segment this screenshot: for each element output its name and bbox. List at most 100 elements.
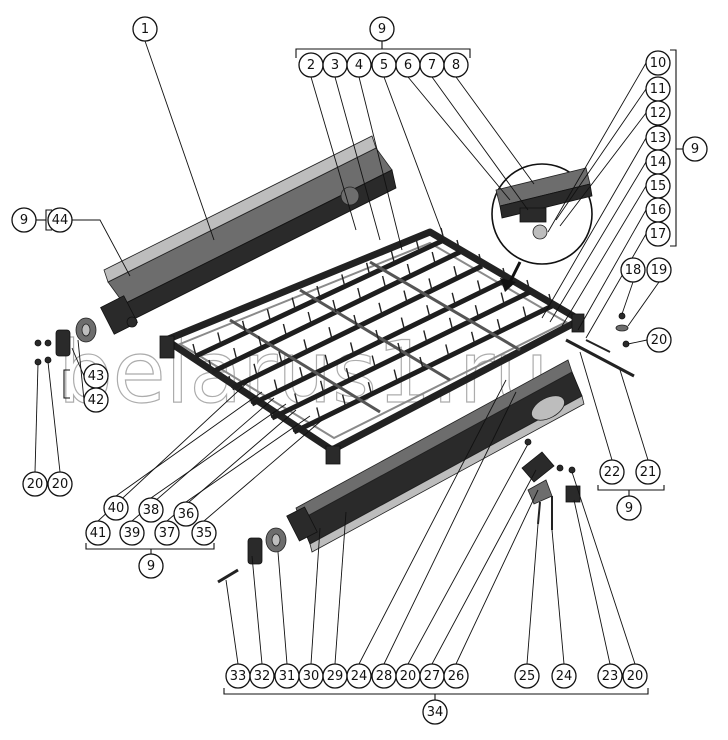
callout-label: 36 (178, 507, 195, 522)
tine (299, 367, 304, 380)
callout-label: 2 (307, 58, 315, 73)
callout-circle (249, 663, 275, 689)
tine (303, 339, 308, 352)
callout-label: 29 (327, 669, 344, 684)
tine (294, 393, 299, 406)
callout-label: 14 (650, 155, 667, 170)
callout-c17: 17 (645, 221, 671, 247)
callout-c26: 26 (443, 663, 469, 689)
callout-label: 9 (625, 501, 633, 516)
callout-label: 6 (404, 58, 412, 73)
callout-c30: 30 (298, 663, 324, 689)
callout-circle (103, 495, 129, 521)
callout-circle (599, 459, 625, 485)
callout-c23: 23 (597, 663, 623, 689)
callout-label: 9 (378, 22, 386, 37)
tine (426, 305, 431, 318)
callout-c27: 27 (419, 663, 445, 689)
tine (349, 342, 355, 355)
callout-circle (443, 663, 469, 689)
tine (478, 253, 483, 267)
tine (456, 239, 461, 253)
callout-c40: 40 (103, 495, 129, 521)
callout-label: 20 (651, 333, 668, 348)
callout-circle (635, 459, 661, 485)
callout-c37: 37 (154, 520, 180, 546)
tine (428, 278, 433, 291)
callout-c24b: 24 (551, 663, 577, 689)
tine (375, 329, 380, 343)
callout-label: 23 (602, 669, 619, 684)
callout-label: 24 (351, 669, 368, 684)
tine (316, 285, 321, 299)
callout-c32: 32 (249, 663, 275, 689)
callout-label: 37 (159, 526, 176, 541)
callout-label: 7 (428, 58, 436, 73)
tine (470, 331, 476, 344)
tine (266, 309, 272, 322)
right-rod-hardware (565, 312, 635, 378)
callout-c4: 4 (346, 52, 372, 78)
callout-label: 41 (90, 526, 107, 541)
callout-circle (514, 663, 540, 689)
callout-c24a: 24 (346, 663, 372, 689)
callout-c9l: 9 (11, 207, 37, 233)
tine (500, 292, 505, 305)
callout-c34: 34 (422, 699, 448, 725)
callout-c11: 11 (645, 76, 671, 102)
tine (526, 279, 531, 293)
callout-circle (346, 52, 372, 78)
detail-inset (491, 163, 593, 292)
upper-rear-beam (100, 135, 397, 335)
tine (502, 267, 507, 281)
callout-label: 31 (279, 669, 296, 684)
tine (400, 317, 406, 330)
callout-c10: 10 (645, 50, 671, 76)
callout-c1: 1 (132, 16, 158, 42)
callout-circle (620, 257, 646, 283)
callout-label: 39 (124, 526, 141, 541)
callout-label: 22 (604, 465, 621, 480)
callout-label: 44 (52, 213, 69, 228)
callout-circle (645, 221, 671, 247)
tine (423, 330, 428, 343)
tine (217, 332, 222, 345)
callout-label: 32 (254, 669, 271, 684)
callout-label: 40 (108, 501, 125, 516)
callout-circle (191, 520, 217, 546)
callout-c28: 28 (371, 663, 397, 689)
callout-circle (173, 501, 199, 527)
tine (345, 368, 351, 381)
callout-label: 18 (625, 263, 642, 278)
tine (248, 391, 253, 405)
tine (341, 394, 347, 407)
callout-c3: 3 (322, 52, 348, 78)
tine (448, 317, 454, 330)
callout-c2: 2 (298, 52, 324, 78)
callout-c33: 33 (225, 663, 251, 689)
callout-c18: 18 (620, 257, 646, 283)
callout-label: 24 (556, 669, 573, 684)
left-end-caps (34, 317, 97, 366)
callout-c21: 21 (635, 459, 661, 485)
callout-label: 28 (376, 669, 393, 684)
callout-c31: 31 (274, 663, 300, 689)
tine (316, 407, 321, 420)
callout-label: 13 (650, 131, 667, 146)
tine (291, 297, 296, 310)
callout-c20a: 20 (646, 327, 672, 353)
callout-label: 20 (27, 477, 44, 492)
callout-label: 3 (331, 58, 339, 73)
callout-label: 38 (143, 503, 160, 518)
tine (378, 302, 383, 315)
callout-label: 15 (650, 179, 667, 194)
tine (341, 274, 346, 287)
tine (406, 263, 412, 277)
callout-circle (622, 663, 648, 689)
callout-c36: 36 (173, 501, 199, 527)
right-bracket-hardware (521, 438, 581, 530)
callout-label: 20 (52, 477, 69, 492)
tine (290, 419, 295, 433)
